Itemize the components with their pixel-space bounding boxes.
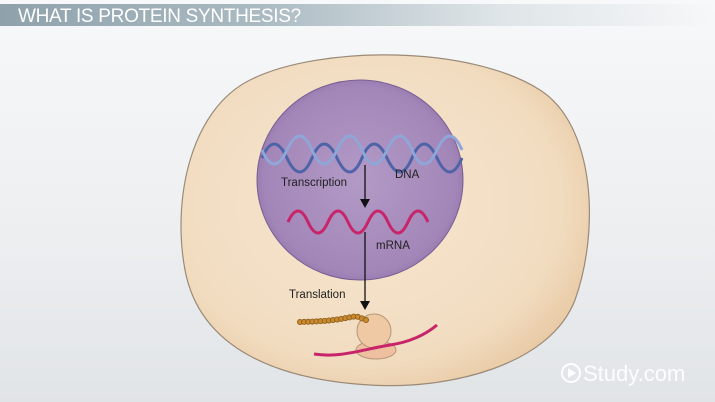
translation-label: Translation: [289, 289, 345, 301]
dna-double-helix: [260, 134, 464, 174]
slide-title: WHAT IS PROTEIN SYNTHESIS?: [18, 6, 301, 27]
study-logo: Study.com: [561, 361, 685, 386]
protein-chain: [296, 313, 369, 325]
transcription-label: Transcription: [281, 177, 347, 189]
mrna-strand: [286, 209, 430, 235]
title-bar: WHAT IS PROTEIN SYNTHESIS?: [0, 4, 715, 26]
mrna-on-ribosome: [313, 323, 438, 357]
play-icon: [561, 363, 581, 383]
watermark-text: Study.com: [583, 361, 685, 386]
dna-label: DNA: [395, 169, 420, 181]
nucleus: [256, 79, 464, 281]
amino-acid-bead: [362, 316, 369, 323]
mrna-label: mRNA: [376, 240, 410, 252]
